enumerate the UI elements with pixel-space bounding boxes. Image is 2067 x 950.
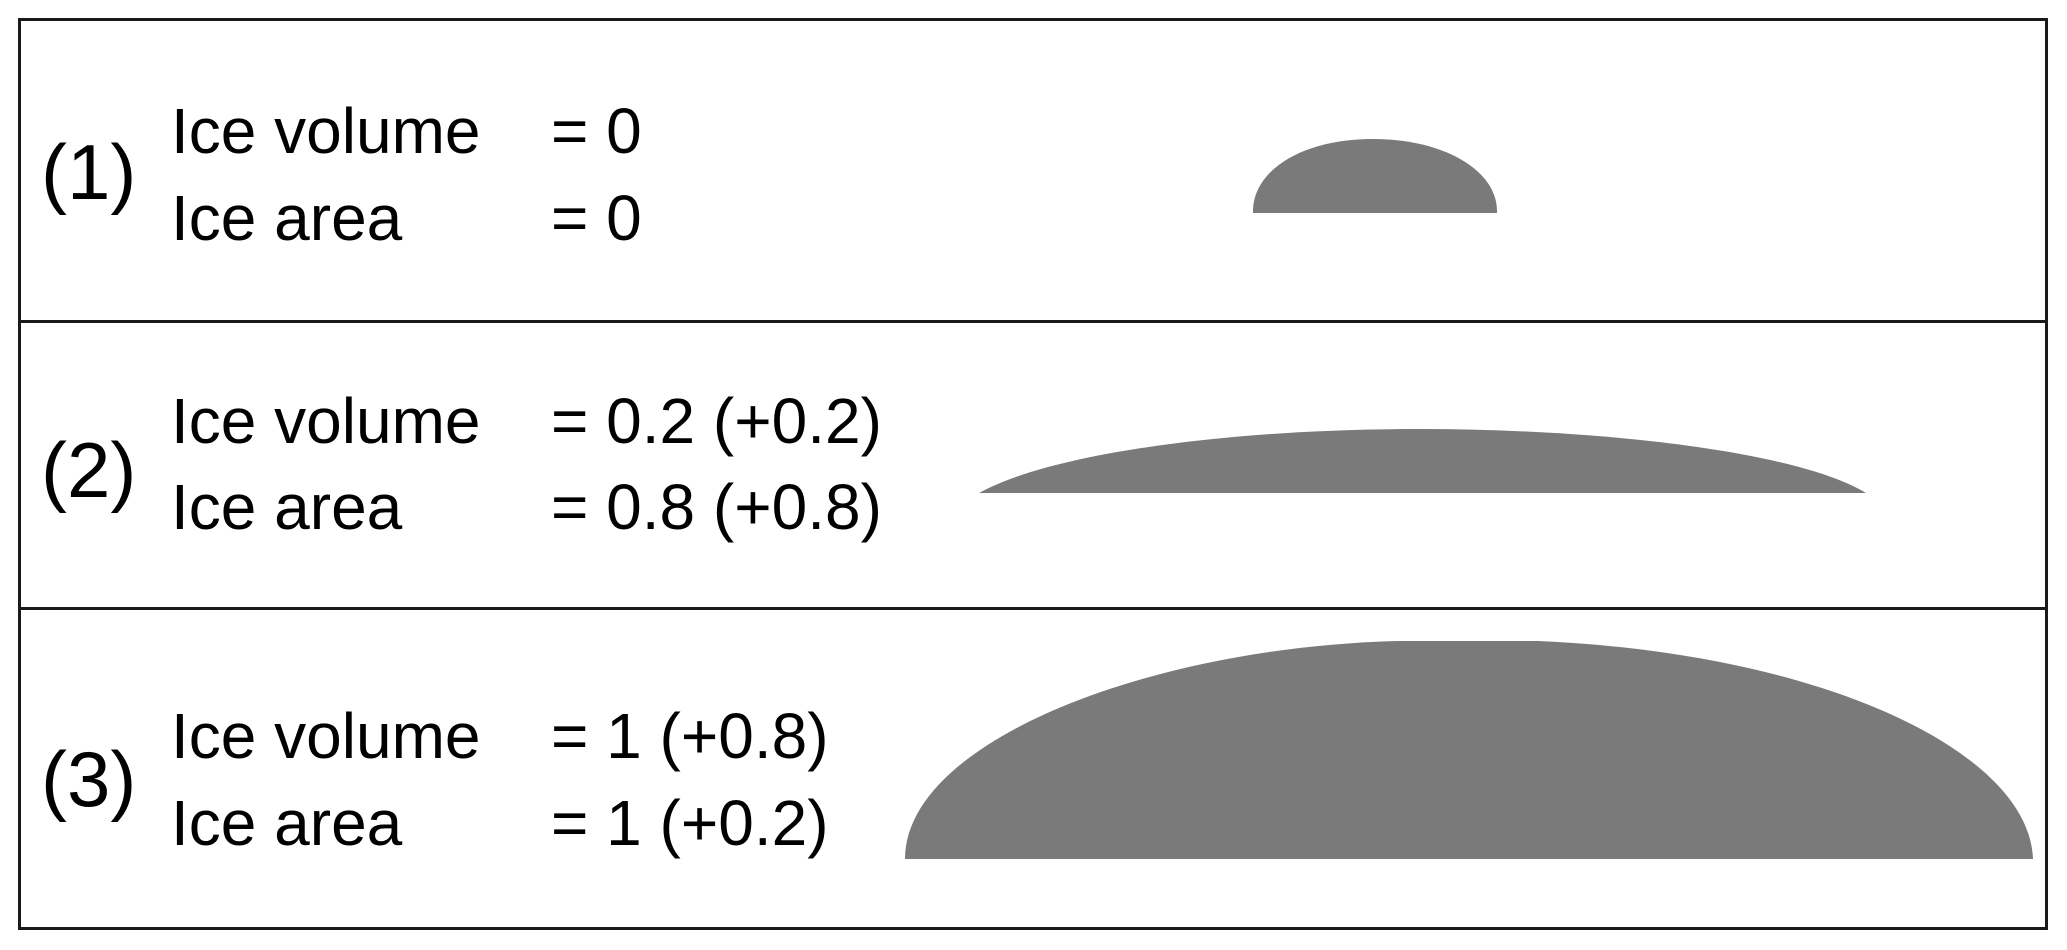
diagram-frame: (1) Ice volume= 0 Ice area= 0 (2) Ice vo… <box>18 18 2048 930</box>
panel-3: (3) Ice volume= 1 (+0.8) Ice area= 1 (+0… <box>21 610 2045 930</box>
volume-line: Ice volume= 0.2 (+0.2) <box>171 389 882 453</box>
ice-sheet-shape-3 <box>905 641 2033 859</box>
ice-sheet-shape-2 <box>979 429 1866 493</box>
area-label: Ice area <box>171 182 403 254</box>
panel-number: (1) <box>41 128 137 216</box>
area-line: Ice area= 0.8 (+0.8) <box>171 475 882 539</box>
area-line: Ice area= 1 (+0.2) <box>171 791 829 855</box>
panel-divider <box>21 607 2045 610</box>
panel-number: (2) <box>41 426 137 514</box>
volume-value: = 1 (+0.8) <box>551 700 829 772</box>
panel-1: (1) Ice volume= 0 Ice area= 0 <box>21 21 2045 320</box>
area-label: Ice area <box>171 787 403 859</box>
volume-label: Ice volume <box>171 95 481 167</box>
panel-2: (2) Ice volume= 0.2 (+0.2) Ice area= 0.8… <box>21 323 2045 607</box>
area-label: Ice area <box>171 471 403 543</box>
volume-value: = 0.2 (+0.2) <box>551 385 882 457</box>
area-value: = 1 (+0.2) <box>551 787 829 859</box>
area-value: = 0.8 (+0.8) <box>551 471 882 543</box>
area-line: Ice area= 0 <box>171 186 642 250</box>
panel-divider <box>21 320 2045 323</box>
panel-number: (3) <box>41 735 137 823</box>
ice-sheet-shape-1 <box>1253 139 1497 213</box>
volume-label: Ice volume <box>171 385 481 457</box>
ice-shapes <box>905 139 2033 859</box>
volume-line: Ice volume= 0 <box>171 99 642 163</box>
volume-label: Ice volume <box>171 700 481 772</box>
area-value: = 0 <box>551 182 642 254</box>
volume-value: = 0 <box>551 95 642 167</box>
volume-line: Ice volume= 1 (+0.8) <box>171 704 829 768</box>
